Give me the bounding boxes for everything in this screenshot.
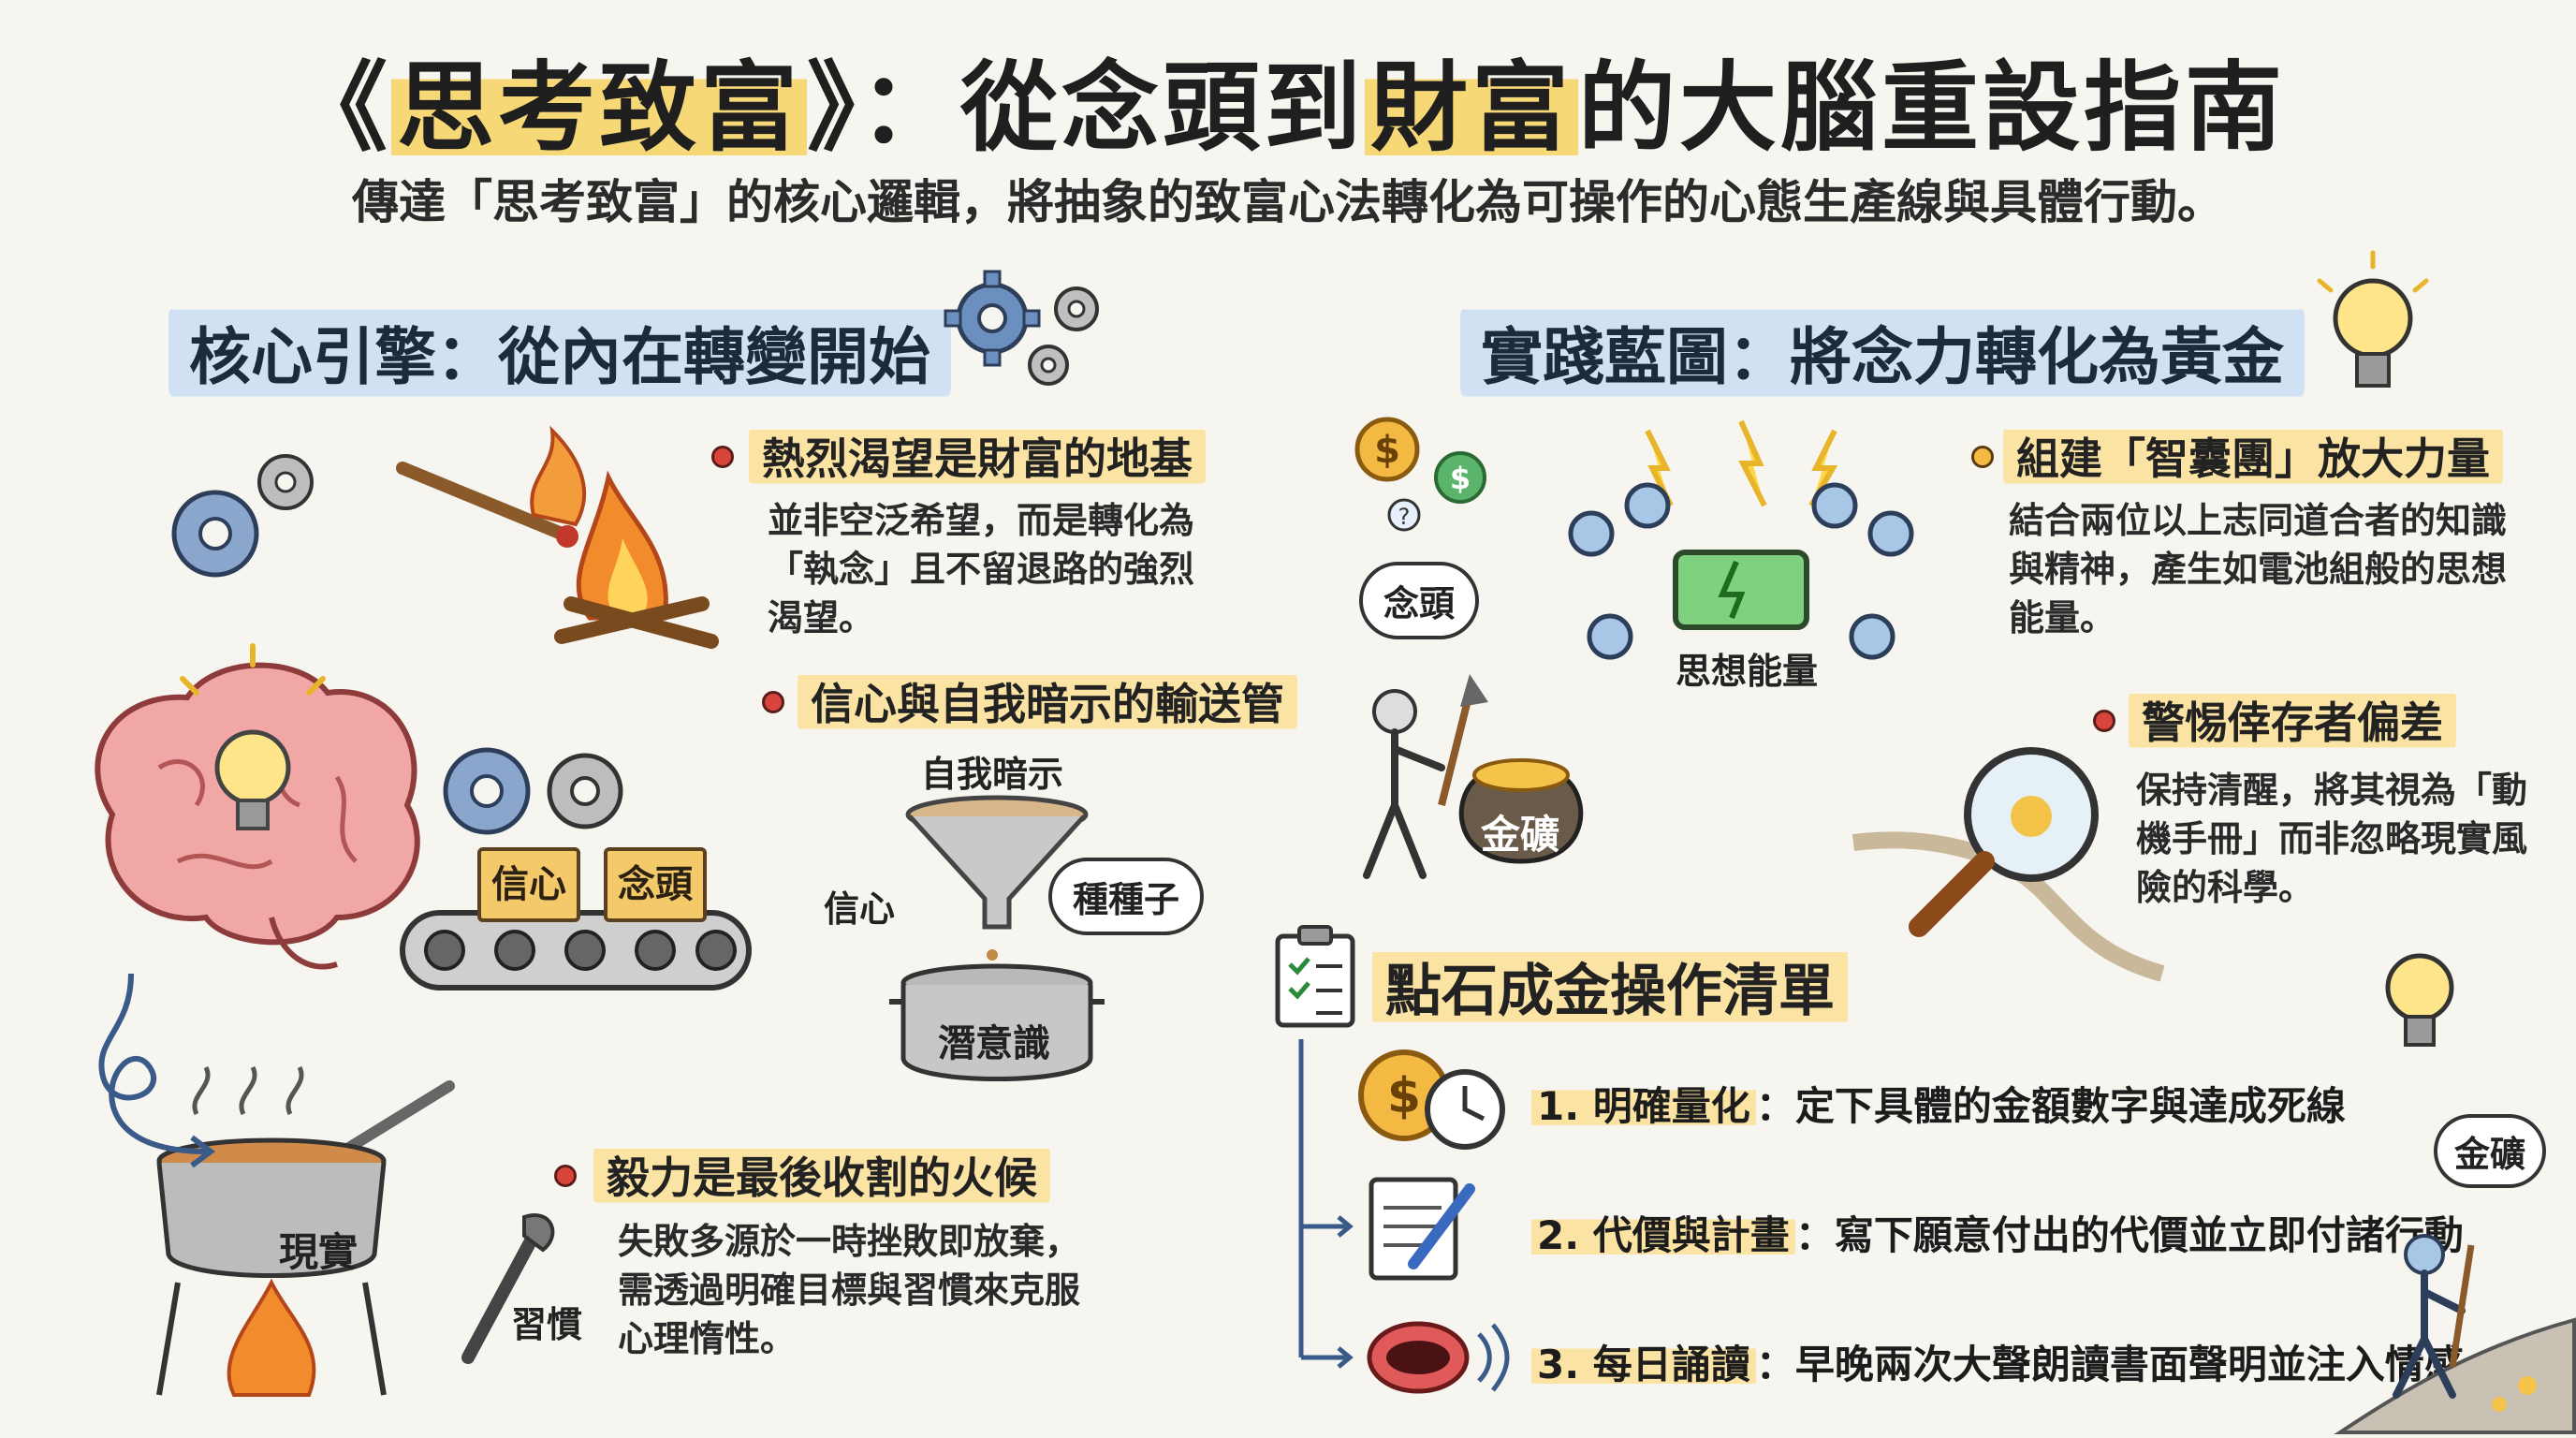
desire-line: 渴望。	[768, 597, 875, 638]
wrench-icon	[461, 1213, 555, 1364]
page-subtitle: 傳達「思考致富」的核心邏輯，將抽象的致富心法轉化為可操作的心態生產線與具體行動。	[352, 175, 2224, 229]
gears-icon	[944, 270, 1099, 386]
persistence-title: 毅力是最後收割的火候	[593, 1142, 1050, 1208]
bullet-dot	[711, 446, 734, 468]
right-section-heading: 實踐藍圖：將念力轉化為黃金	[1460, 301, 2305, 403]
checklist-item-lead: 3. 每日誦讀	[1531, 1342, 1756, 1387]
checklist-item-lead: 2. 代價與計畫	[1531, 1212, 1795, 1258]
conveyor-belt	[400, 910, 752, 990]
mastermind-description: 結合兩位以上志同道合者的知識 與精神，產生如電池組般的思想 能量。	[2009, 496, 2507, 642]
gold-bag-icon	[1458, 758, 1584, 864]
spiral-arrow-icon	[98, 973, 215, 1168]
miner-gold-bubble: 金礦	[2434, 1114, 2547, 1188]
page-title: 《思考致富》：從念頭到財富的大腦重設指南	[0, 28, 2576, 169]
desire-line: 「執念」且不留退路的強烈	[768, 549, 1195, 590]
checklist-item-3: 3. 每日誦讀：早晚兩次大聲朗讀書面聲明並注入情感	[1531, 1333, 2464, 1390]
faith-title: 信心與自我暗示的輸送管	[798, 668, 1297, 734]
reality-pot-icon	[156, 1065, 455, 1397]
persistence-line: 失敗多源於一時挫敗即放棄，	[618, 1221, 1081, 1262]
mastermind-title: 組建「智囊團」放大力量	[2003, 423, 2503, 489]
battery-label: 思想能量	[1676, 651, 1819, 692]
desire-description: 並非空泛希望，而是轉化為 「執念」且不留退路的強烈 渴望。	[768, 496, 1194, 642]
gold-bag-label: 金礦	[1481, 812, 1560, 858]
svg-text:$: $	[1450, 461, 1471, 496]
title-end: 的大腦重設指南	[1578, 51, 2287, 165]
persistence-line: 心理惰性。	[618, 1318, 797, 1359]
conveyor-box-faith: 信心	[477, 847, 580, 922]
checklist-tree-lines	[1298, 1039, 1354, 1369]
lightbulb-icon	[2317, 250, 2429, 388]
subconscious-label: 潛意識	[938, 1022, 1050, 1065]
desire-title: 熱烈渴望是財富的地基	[749, 423, 1206, 489]
subconscious-pot-icon	[889, 963, 1105, 1081]
survivor-line: 險的科學。	[2136, 867, 2315, 908]
coin-clock-icon: $	[1358, 1049, 1505, 1150]
reality-label: 現實	[279, 1229, 359, 1275]
mastermind-group-icon	[1568, 419, 1914, 660]
conveyor-box-thought: 念頭	[604, 847, 707, 922]
svg-text:?: ?	[1398, 504, 1411, 530]
lightbulb-icon	[2385, 953, 2454, 1047]
checklist-item-text: ：早晚兩次大聲朗讀書面聲明並注入情感	[1755, 1342, 2464, 1387]
miner-icon	[2334, 1234, 2576, 1434]
gears-icon	[443, 747, 623, 835]
title-middle: 》：從念頭到	[806, 51, 1365, 165]
bullet-dot	[1971, 446, 1994, 468]
magnifying-glass-icon	[1852, 747, 2165, 982]
habit-label: 習慣	[511, 1304, 583, 1345]
svg-text:$: $	[1387, 1068, 1421, 1124]
bullet-dot	[554, 1165, 577, 1187]
title-open: 《	[289, 51, 391, 165]
persistence-line: 需透過明確目標與習慣來克服	[618, 1269, 1081, 1311]
bullet-dot	[2093, 710, 2115, 732]
survivor-line: 保持清醒，將其視為「動	[2136, 770, 2528, 811]
mastermind-line: 能量。	[2009, 597, 2116, 638]
title-wealth: 財富	[1365, 51, 1579, 165]
checklist-item-text: ：定下具體的金額數字與達成死線	[1755, 1083, 2346, 1129]
brain-lightbulb-icon	[95, 643, 420, 970]
digging-person-icon	[1363, 674, 1488, 879]
checklist-item-lead: 1. 明確量化	[1531, 1083, 1756, 1129]
survivor-title: 警惕倖存者偏差	[2129, 687, 2456, 753]
notepad-pen-icon	[1368, 1177, 1475, 1281]
survivor-line: 機手冊」而非忽略現實風	[2136, 818, 2528, 859]
faith-side-label: 信心	[824, 888, 896, 930]
desire-line: 並非空泛希望，而是轉化為	[768, 500, 1195, 541]
checklist-icon	[1275, 925, 1355, 1028]
mastermind-line: 與精神，產生如電池組般的思想	[2009, 549, 2508, 590]
gears-icon	[171, 454, 314, 578]
seed-bubble: 種種子	[1048, 858, 1205, 935]
left-section-heading: 核心引擎：從內在轉變開始	[168, 301, 951, 403]
mastermind-line: 結合兩位以上志同道合者的知識	[2009, 500, 2508, 541]
checklist-item-2: 2. 代價與計畫：寫下願意付出的代價並立即付諸行動	[1531, 1204, 2464, 1261]
title-book-name: 思考致富	[390, 51, 807, 165]
funnel-pot-icon	[905, 795, 1089, 993]
funnel-label: 自我暗示	[921, 754, 1064, 795]
checklist-item-text: ：寫下願意付出的代價並立即付諸行動	[1794, 1212, 2464, 1258]
survivor-description: 保持清醒，將其視為「動 機手冊」而非忽略現實風 險的科學。	[2136, 766, 2527, 912]
dollar-coins-icon: $ $ ?	[1354, 417, 1486, 532]
checklist-item-1: 1. 明確量化：定下具體的金額數字與達成死線	[1531, 1075, 2346, 1132]
speaking-mouth-icon	[1367, 1321, 1510, 1394]
thought-bubble: 念頭	[1359, 562, 1480, 639]
campfire-icon	[396, 425, 719, 649]
checklist-heading: 點石成金操作清單	[1372, 944, 1848, 1029]
bullet-dot	[762, 691, 784, 713]
svg-text:$: $	[1374, 429, 1400, 472]
persistence-description: 失敗多源於一時挫敗即放棄， 需透過明確目標與習慣來克服 心理惰性。	[618, 1217, 1080, 1363]
